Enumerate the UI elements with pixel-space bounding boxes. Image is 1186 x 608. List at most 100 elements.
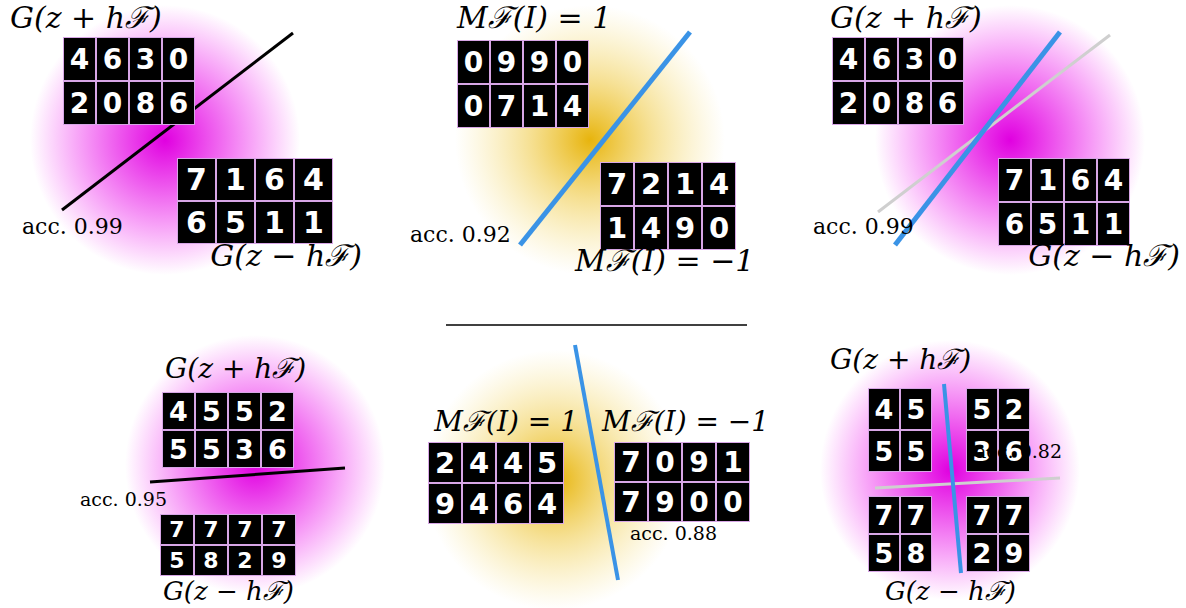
digit-tile: 6 bbox=[96, 37, 129, 81]
formula-label: Mℱ(I) = 1 bbox=[434, 405, 578, 439]
digit-tile: 4 bbox=[556, 84, 589, 128]
formula-label: G(z + hℱ) bbox=[10, 0, 162, 36]
digit-tile: 7 bbox=[614, 482, 648, 522]
digit-tile: 1 bbox=[216, 158, 255, 201]
boundary-line bbox=[62, 33, 293, 210]
digit-tile: 5 bbox=[900, 388, 932, 430]
digit-tile: 4 bbox=[63, 37, 96, 81]
digit-tile: 3 bbox=[228, 430, 261, 468]
digit-tile: 1 bbox=[294, 201, 333, 244]
digit-tile: 4 bbox=[462, 442, 496, 483]
digit-tile: 8 bbox=[194, 545, 228, 576]
digit-tile: 5 bbox=[160, 545, 194, 576]
digit-tile: 2 bbox=[634, 162, 668, 206]
digit-tile: 0 bbox=[96, 81, 129, 125]
digit-tile: 7 bbox=[966, 496, 998, 534]
digit-tile: 6 bbox=[177, 201, 216, 244]
digit-tile: 1 bbox=[1031, 158, 1064, 202]
separator bbox=[446, 324, 747, 326]
digit-tile: 0 bbox=[931, 37, 964, 81]
digit-tile: 6 bbox=[261, 430, 294, 468]
digit-tile: 0 bbox=[648, 442, 682, 482]
digit-tile: 1 bbox=[668, 162, 702, 206]
digit-tile: 7 bbox=[160, 514, 194, 545]
digit-tile: 5 bbox=[195, 430, 228, 468]
digit-tile: 1 bbox=[523, 84, 556, 128]
digit-tile: 5 bbox=[966, 388, 998, 430]
digit-tile: 6 bbox=[1064, 158, 1097, 202]
digit-tile: 2 bbox=[228, 545, 262, 576]
latent-blob bbox=[820, 340, 1080, 600]
classifier-line bbox=[575, 345, 618, 580]
digit-tile: 7 bbox=[900, 496, 932, 534]
accuracy-label: acc. 0.99 bbox=[22, 214, 123, 240]
digit-tile: 7 bbox=[614, 442, 648, 482]
digit-tile: 4 bbox=[832, 37, 865, 81]
accuracy-label: acc. 0.92 bbox=[410, 222, 511, 248]
digit-tile: 7 bbox=[998, 496, 1030, 534]
digit-tile: 5 bbox=[216, 201, 255, 244]
digit-tile: 5 bbox=[868, 534, 900, 572]
digit-tile: 9 bbox=[998, 534, 1030, 572]
accuracy-label: acc. 0.82 bbox=[975, 440, 1062, 463]
digit-tile: 9 bbox=[490, 40, 523, 84]
digit-tile: 2 bbox=[966, 534, 998, 572]
faded-line bbox=[875, 478, 1060, 488]
digit-tile: 0 bbox=[865, 81, 898, 125]
formula-label: Mℱ(I) = 1 bbox=[457, 0, 611, 36]
digit-tile: 4 bbox=[530, 483, 564, 524]
formula-label: G(z − hℱ) bbox=[210, 238, 362, 274]
digit-tile: 0 bbox=[162, 37, 195, 81]
digit-tile: 6 bbox=[255, 158, 294, 201]
digit-tile: 2 bbox=[428, 442, 462, 483]
digit-tile: 4 bbox=[462, 483, 496, 524]
formula-label: G(z + hℱ) bbox=[830, 0, 982, 36]
accuracy-label: acc. 0.99 bbox=[813, 214, 914, 240]
formula-label: G(z − hℱ) bbox=[163, 576, 294, 607]
digit-tile: 5 bbox=[900, 430, 932, 472]
accuracy-label: acc. 0.88 bbox=[630, 522, 717, 545]
formula-label: G(z − hℱ) bbox=[1028, 238, 1180, 274]
digit-tile: 4 bbox=[1097, 158, 1130, 202]
digit-tile: 5 bbox=[868, 430, 900, 472]
formula-label: G(z + hℱ) bbox=[830, 343, 971, 377]
digit-tile: 3 bbox=[898, 37, 931, 81]
digit-tile: 3 bbox=[129, 37, 162, 81]
classifier-line bbox=[944, 384, 961, 573]
formula-label: G(z − hℱ) bbox=[885, 576, 1016, 607]
digit-tile: 0 bbox=[716, 482, 750, 522]
digit-tile: 9 bbox=[262, 545, 296, 576]
digit-tile: 8 bbox=[898, 81, 931, 125]
latent-blob bbox=[875, 5, 1145, 275]
digit-tile: 7 bbox=[490, 84, 523, 128]
digit-tile: 4 bbox=[868, 388, 900, 430]
formula-label: G(z + hℱ) bbox=[165, 352, 306, 386]
digit-tile: 1 bbox=[716, 442, 750, 482]
digit-tile: 6 bbox=[865, 37, 898, 81]
digit-tile: 2 bbox=[832, 81, 865, 125]
formula-label: Mℱ(I) = −1 bbox=[602, 405, 769, 439]
digit-tile: 2 bbox=[998, 388, 1030, 430]
latent-blob bbox=[125, 335, 385, 595]
digit-tile: 0 bbox=[556, 40, 589, 84]
digit-tile: 8 bbox=[900, 534, 932, 572]
digit-tile: 0 bbox=[457, 84, 490, 128]
faded-line bbox=[878, 35, 1110, 212]
digit-tile: 4 bbox=[496, 442, 530, 483]
digit-tile: 9 bbox=[682, 442, 716, 482]
digit-tile: 7 bbox=[177, 158, 216, 201]
digit-tile: 5 bbox=[228, 392, 261, 430]
digit-tile: 6 bbox=[998, 202, 1031, 246]
digit-tile: 1 bbox=[255, 201, 294, 244]
digit-tile: 9 bbox=[648, 482, 682, 522]
formula-label: Mℱ(I) = −1 bbox=[575, 243, 754, 279]
digit-tile: 7 bbox=[228, 514, 262, 545]
digit-tile: 7 bbox=[194, 514, 228, 545]
digit-tile: 7 bbox=[600, 162, 634, 206]
digit-tile: 9 bbox=[523, 40, 556, 84]
boundary-line bbox=[150, 468, 345, 482]
digit-tile: 4 bbox=[162, 392, 195, 430]
digit-tile: 8 bbox=[129, 81, 162, 125]
digit-tile: 9 bbox=[428, 483, 462, 524]
